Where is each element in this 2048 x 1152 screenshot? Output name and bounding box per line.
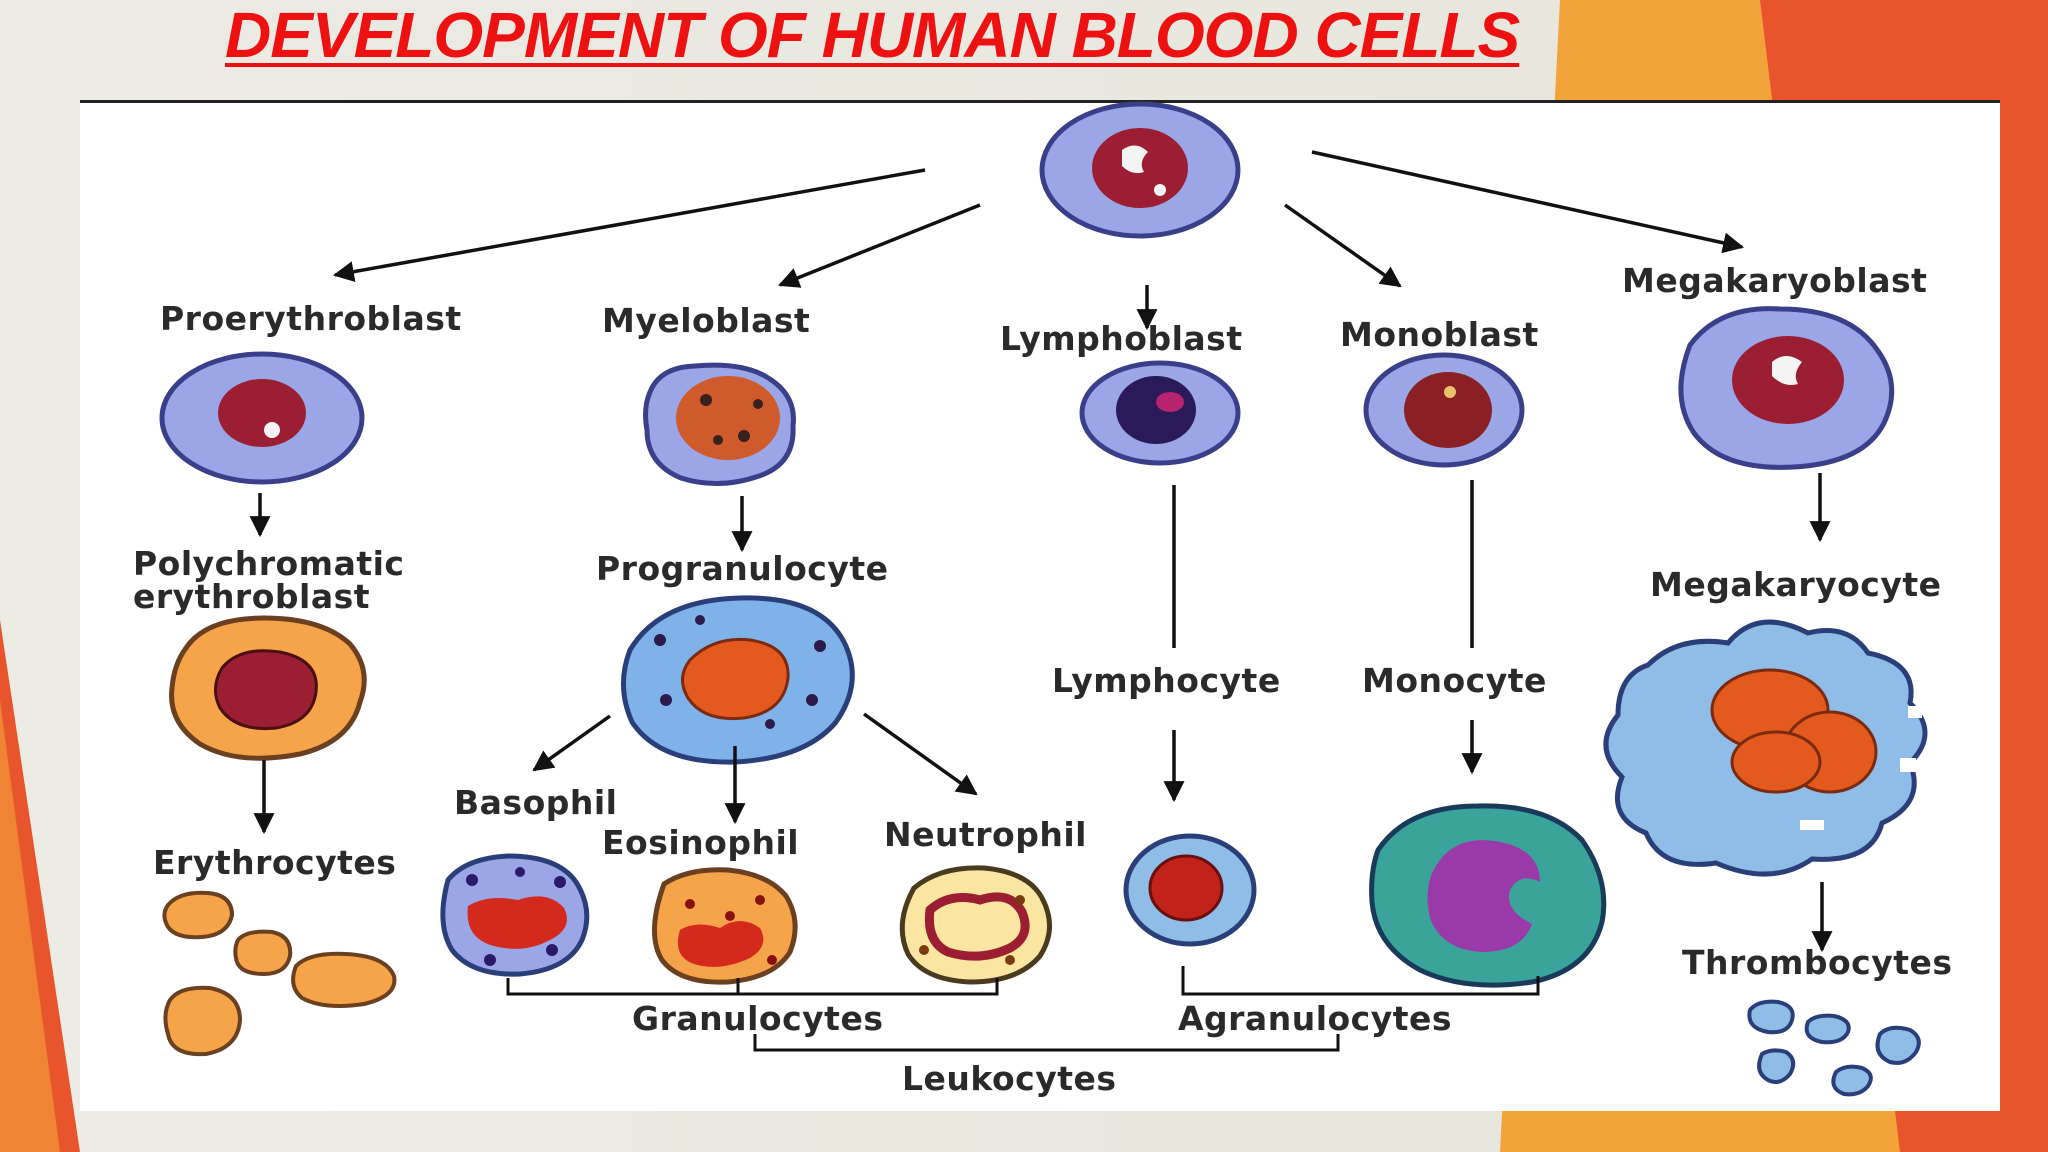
label-progranulocyte: Progranulocyte [596,549,889,588]
label-monoblast: Monoblast [1340,315,1539,354]
eosinophil-cell [652,867,798,985]
myeloblast-cell [643,362,796,487]
label-lymphoblast: Lymphoblast [1000,319,1243,358]
label-eosinophil: Eosinophil [602,823,799,862]
label-myeloblast: Myeloblast [602,301,810,340]
proerythroblast-cell [159,351,365,485]
label-megakaryocyte: Megakaryocyte [1650,565,1942,604]
label-neutrophil: Neutrophil [884,815,1087,854]
label-proerythroblast: Proerythroblast [160,299,462,338]
erythrocytes-group [162,890,397,1057]
arrow-progranulocyte-to-neutrophil [862,712,978,796]
lymphoblast-cell [1079,360,1241,466]
progranulocyte-cell [620,595,855,765]
megakaryoblast-cell [1678,306,1895,470]
label-megakaryoblast: Megakaryoblast [1622,261,1927,300]
label-erythrocytes: Erythrocytes [153,843,396,882]
stem-cell [1039,101,1241,239]
accent-left-light-shape [0,700,60,1152]
polychromatic-erythroblast-cell [169,615,367,761]
label-granulocytes: Granulocytes [632,999,883,1038]
label-leukocytes: Leukocytes [902,1059,1117,1098]
arrow-stem-to-proerythroblast [332,168,926,283]
monocyte-cell [1369,803,1607,988]
label-agranulocytes: Agranulocytes [1178,999,1452,1038]
leukocytes-bracket [753,1034,1340,1052]
arrow-stem-to-megakaryoblast [1311,150,1745,254]
thrombocytes-group [1747,999,1921,1097]
arrow-stem-to-myeloblast [778,203,981,288]
label-basophil: Basophil [454,783,617,822]
arrow-progranulocyte-to-basophil [532,714,612,772]
granulocytes-bracket [506,978,999,996]
lymphocyte-cell [1123,833,1257,947]
label-lymphocyte: Lymphocyte [1052,661,1281,700]
label-monocyte: Monocyte [1362,661,1547,700]
megakaryocyte-cell [1603,619,1928,877]
label-thrombocytes: Thrombocytes [1682,943,1953,982]
arrow-stem-to-monoblast [1283,203,1402,288]
page-title: DEVELOPMENT OF HUMAN BLOOD CELLS [225,0,1520,71]
label-polychromatic-line1: Polychromatic [133,544,404,583]
neutrophil-cell [899,865,1053,985]
basophil-cell [440,853,590,977]
monoblast-cell [1363,352,1525,468]
label-polychromatic-line2: erythroblast [133,577,370,616]
agranulocytes-bracket [1181,966,1540,996]
